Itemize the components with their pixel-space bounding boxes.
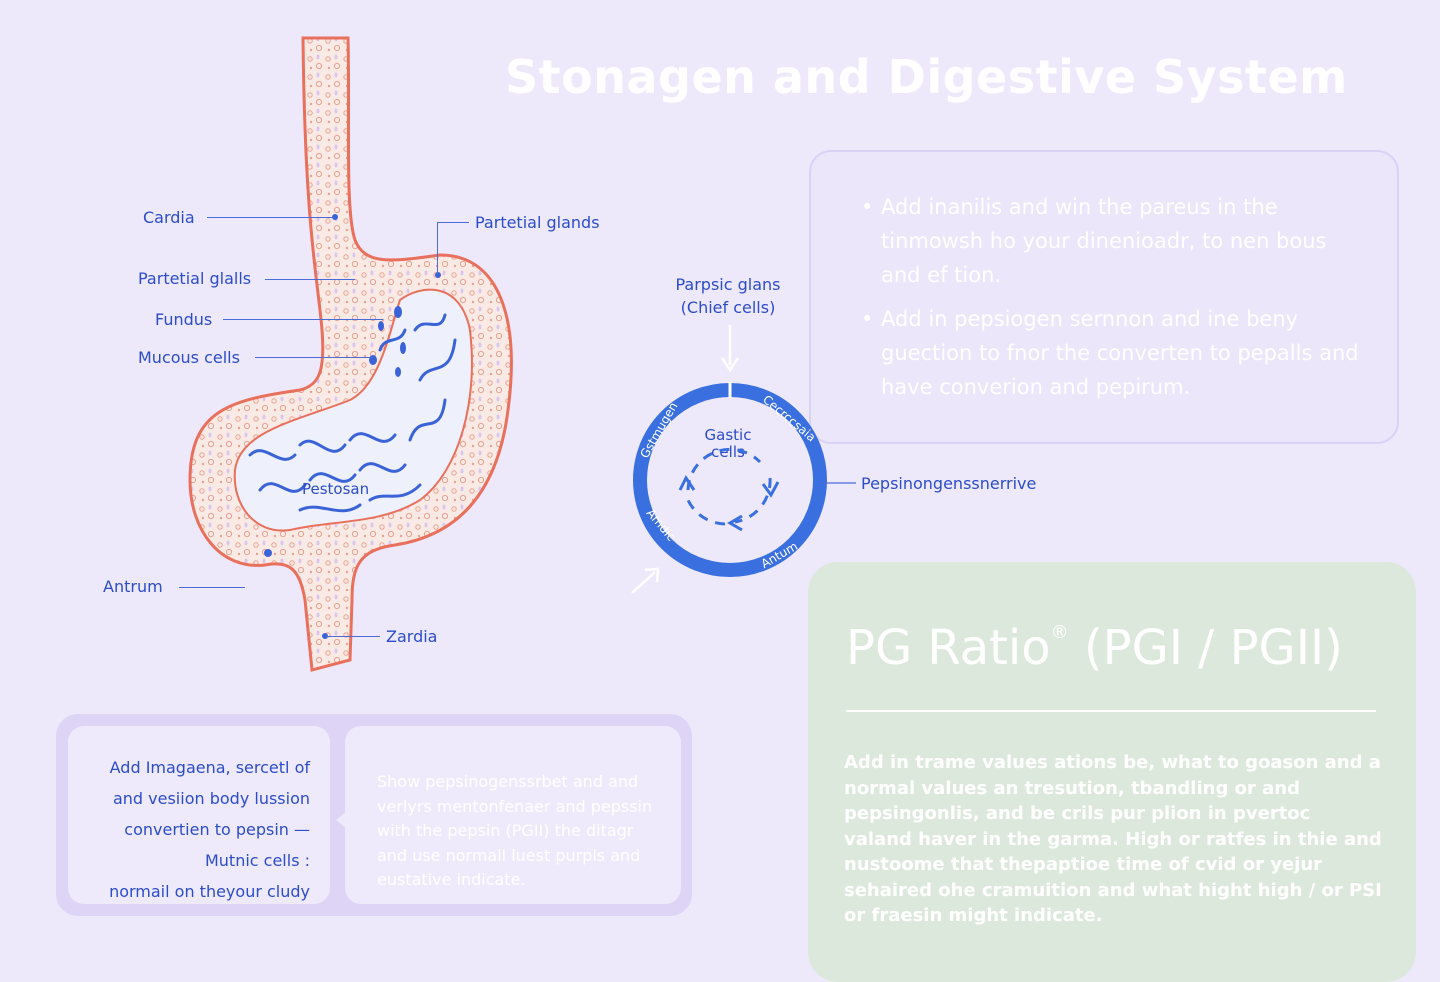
leader-mucous-cells [255,357,373,358]
bottom-right-text: Show pepsinogenssrbet and and verlyrs me… [377,772,653,889]
inner-arrowhead-2 [727,514,743,532]
pg-ratio-title-main: PG Ratio [846,620,1051,676]
bottom-left-text: Add Imagaena, sercetl of and vesiion bod… [70,752,310,907]
ring-label-1: Cecrccsaia [760,392,818,444]
label-fundus: Fundus [155,310,213,329]
label-mucous-cells: Mucous cells [138,348,240,367]
cycle-top-label-line2: (Chief cells) [681,298,776,317]
label-partetial-glalls: Partetial glalls [138,269,252,288]
leader-partetial-glands-drop [437,222,438,274]
info-box: Add inanilis and win the pareus in the t… [809,150,1399,444]
leader-antrum [179,587,245,588]
bottom-left-card: Add Imagaena, sercetl of and vesiion bod… [68,726,330,904]
cycle-center-label-line1: Gastic [705,426,752,444]
cycle-top-label-line1: Parpsic glans [675,275,780,294]
info-list: Add inanilis and win the pareus in the t… [811,152,1397,404]
pg-ratio-title: PG Ratio® (PGI / PGII) [846,620,1343,676]
label-antrum: Antrum [103,577,163,596]
stomach-illustration [188,36,513,672]
up-right-arrow-head [644,567,660,583]
registered-mark: ® [1050,622,1069,643]
label-partetial-glands: Partetial glands [475,213,600,232]
inner-arrowhead-3 [678,475,696,491]
leader-partetial-glalls [265,279,355,280]
pg-ratio-divider [846,710,1376,712]
leader-zardia [326,636,380,637]
conversion-cycle-diagram: Parpsic glans (Chief cells) Gstmugen Cec… [631,275,856,594]
lumen-folds [248,313,457,513]
pg-ratio-title-suffix: (PGI / PGII) [1068,620,1343,676]
inner-arrowhead-1 [761,481,780,498]
leader-fundus [223,319,383,320]
stomach-lumen [233,288,473,532]
bottom-left-line: normail on theyour cludy [109,882,310,901]
bottom-left-line: Add Imagaena, sercetl of [109,758,310,777]
up-right-arrow-shaft [631,571,656,594]
label-zardia: Zardia [386,627,438,646]
label-cardia: Cardia [143,208,195,227]
bottom-left-line: and vesiion body lussion [112,789,310,808]
leader-cardia [207,217,335,218]
cycle-center-label-line2: cells [711,443,745,461]
ring-label-0: Gstmugen [637,400,680,461]
label-pepsinogen-side: Pepsinongenssnerrive [861,474,1037,493]
info-item: Add in pepsiogen sernnon and ine beny gu… [861,302,1367,404]
info-item: Add inanilis and win the pareus in the t… [861,190,1367,292]
bottom-left-line: Mutnic cells : [204,851,310,870]
inner-cycle-arrows [684,447,772,526]
pg-ratio-panel: PG Ratio® (PGI / PGII) Add in trame valu… [808,562,1416,982]
bottom-panel: Add Imagaena, sercetl of and vesiion bod… [56,714,692,916]
bottom-right-card: Show pepsinogenssrbet and and verlyrs me… [345,726,681,904]
pg-ratio-description: Add in trame values ations be, what to g… [844,752,1382,926]
label-pestosan: Pestosan [302,480,370,498]
ring-label-3: Antum [759,539,800,571]
bottom-left-line: convertien to pepsin — [124,820,310,839]
page-title: Stonagen and Digestive System [505,50,1348,104]
down-arrow-head [720,357,740,373]
leader-partetial-glands [437,222,469,223]
